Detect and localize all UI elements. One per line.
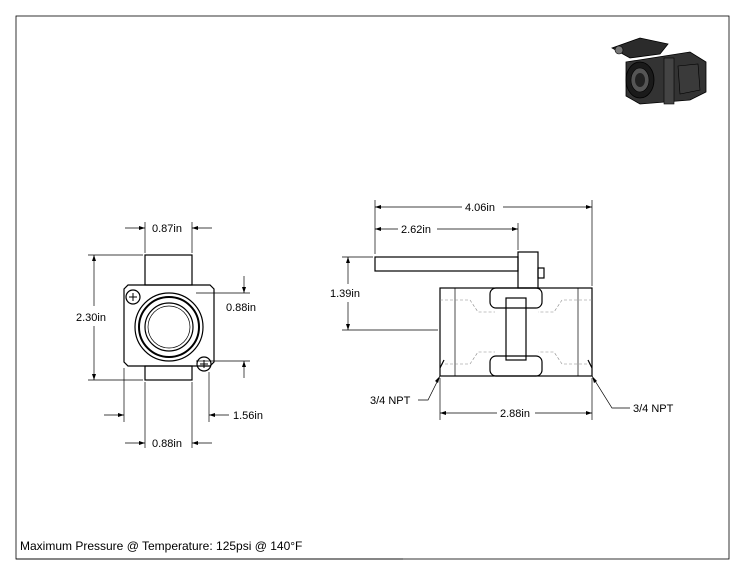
- dim-side-handle-length: 2.62in: [401, 224, 431, 236]
- front-top-boss: [144, 254, 193, 286]
- dim-side-body-length: 2.88in: [500, 408, 530, 420]
- dim-front-bottom-width: 0.88in: [152, 438, 182, 450]
- label-right-port-npt: 3/4 NPT: [633, 403, 674, 415]
- dim-side-handle-height: 1.39in: [330, 288, 360, 300]
- screw-bottom-right-icon: [196, 356, 212, 372]
- label-left-port-npt: 3/4 NPT: [370, 395, 411, 407]
- side-handle: [374, 256, 519, 272]
- front-port-inner: [144, 302, 194, 352]
- side-body: [439, 287, 593, 377]
- max-pressure-note: Maximum Pressure @ Temperature: 125psi @…: [20, 539, 303, 553]
- dim-front-right-offset: 1.56in: [233, 410, 263, 422]
- front-port-outer: [134, 292, 204, 362]
- front-view: 0.87in 2.30in 0.88in 1.56in 0.88in: [76, 222, 263, 450]
- dim-front-top-width: 0.87in: [152, 223, 182, 235]
- front-body: [123, 284, 215, 367]
- dim-front-height: 2.30in: [76, 312, 106, 324]
- sheet-border: [15, 15, 730, 560]
- screw-top-left-icon: [125, 289, 141, 305]
- dim-side-overall-length: 4.06in: [465, 202, 495, 214]
- isometric-valve-thumbnail: [611, 37, 707, 105]
- front-bottom-boss: [144, 365, 193, 381]
- side-view: 4.06in 2.62in 1.39in 2.88in 3/4 NPT 3/4 …: [330, 200, 674, 420]
- dim-front-port-width: 0.88in: [226, 302, 256, 314]
